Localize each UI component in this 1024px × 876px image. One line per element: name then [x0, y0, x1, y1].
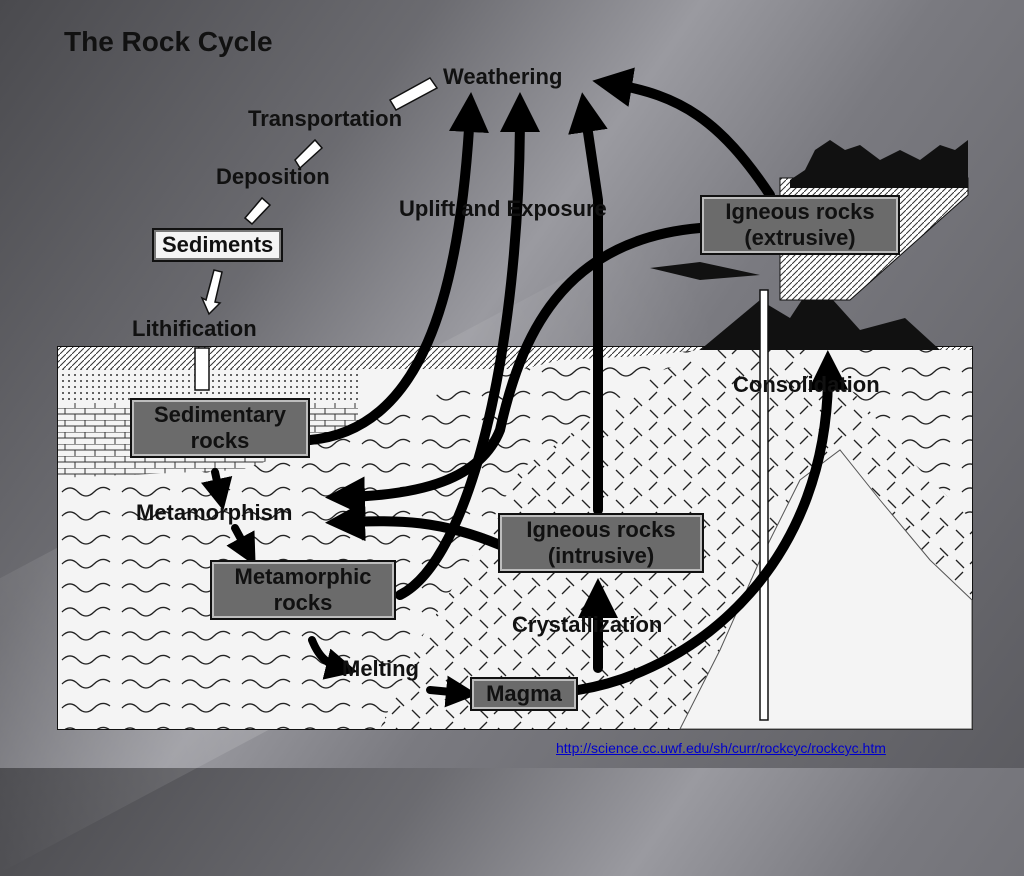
- arrow-transport-weathering: [388, 77, 439, 111]
- igneous-extrusive-line1: Igneous rocks: [725, 199, 875, 224]
- igneous-intrusive-line2: (intrusive): [547, 543, 655, 568]
- label-igneous-extrusive: Igneous rocks (extrusive): [700, 195, 900, 255]
- arrow-intrusive-metamorphism: [325, 501, 505, 550]
- label-metamorphism: Metamorphism: [136, 500, 293, 525]
- arrow-intrusive-weathering: [568, 92, 608, 515]
- label-magma: Magma: [470, 677, 578, 711]
- arrow-lithification-down: [194, 347, 210, 391]
- arrow-extrusive-weathering: [592, 67, 775, 200]
- arrow-metamorphic-weathering: [395, 92, 540, 600]
- label-sediments: Sediments: [152, 228, 284, 262]
- white-arrows: [194, 77, 439, 391]
- arrow-sedimentary-weathering: [305, 92, 489, 445]
- igneous-intrusive-line1: Igneous rocks: [526, 517, 676, 542]
- label-weathering: Weathering: [443, 64, 563, 89]
- label-transportation: Transportation: [248, 106, 403, 131]
- arrow-melting-magma: [426, 675, 478, 708]
- page-title: The Rock Cycle: [64, 26, 273, 57]
- label-lithification: Lithification: [132, 316, 257, 341]
- arrow-deposition-transport: [294, 138, 324, 170]
- sedimentary-rocks-line1: Sedimentary: [153, 402, 287, 427]
- arrow-metamorphism-metamorphic: [226, 524, 256, 567]
- arrow-metamorphic-melting: [308, 636, 358, 680]
- label-crystallization: Crystallization: [512, 612, 663, 637]
- igneous-extrusive-line2: (extrusive): [744, 225, 856, 250]
- label-metamorphic-rocks: Metamorphic rocks: [210, 560, 396, 620]
- lava-flow-icon: [650, 262, 760, 280]
- source-link[interactable]: http://science.cc.uwf.edu/sh/curr/rockcy…: [556, 740, 886, 756]
- label-uplift-exposure: Uplift and Exposure: [399, 196, 607, 221]
- arrow-extrusive-metamorphism: [325, 223, 705, 517]
- arrow-sedimentary-metamorphism: [200, 468, 233, 511]
- label-melting: Melting: [342, 656, 419, 681]
- metamorphic-rocks-line2: rocks: [273, 590, 333, 615]
- label-igneous-intrusive: Igneous rocks (intrusive): [498, 513, 704, 573]
- volcanic-conduit: [759, 289, 769, 721]
- sedimentary-rocks-line2: rocks: [190, 428, 250, 453]
- cycle-arrows: [200, 67, 849, 708]
- label-deposition: Deposition: [216, 164, 330, 189]
- label-sedimentary-rocks: Sedimentary rocks: [130, 398, 310, 458]
- arrow-sediments-deposition: [243, 196, 272, 226]
- label-consolidation: Consolidation: [733, 372, 880, 397]
- arrow-sediments-lithification: [200, 269, 223, 316]
- arrow-magma-consolidation: [573, 350, 849, 695]
- metamorphic-rocks-line1: Metamorphic: [234, 564, 372, 589]
- cloud-icon: [790, 140, 968, 188]
